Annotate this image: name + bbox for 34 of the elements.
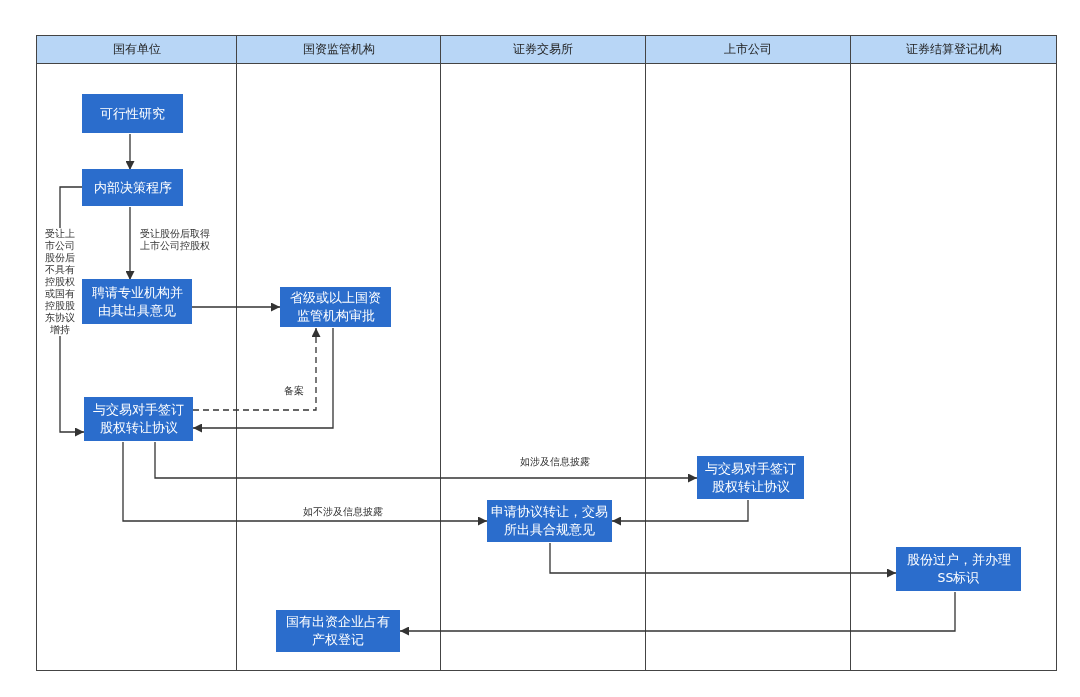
swimlane — [36, 35, 237, 671]
edge-label: 备案 — [284, 385, 304, 397]
swimlane — [441, 35, 646, 671]
process-box: 内部决策程序 — [82, 169, 183, 206]
process-box: 国有出资企业占有产权登记 — [276, 610, 400, 652]
arrow — [399, 591, 956, 636]
swimlane — [851, 35, 1057, 671]
edge-label: 如涉及信息披露 — [520, 456, 590, 468]
arrow — [191, 302, 281, 312]
arrow — [125, 133, 135, 171]
lane-header: 上市公司 — [646, 36, 850, 64]
swimlane — [646, 35, 851, 671]
arrow — [192, 327, 334, 433]
edge-label: 受让上市公司股份后不具有控股权或国有控股股东协议增持 — [45, 228, 75, 336]
lane-header: 证券交易所 — [441, 36, 645, 64]
swimlane — [237, 35, 441, 671]
lane-header: 国资监管机构 — [237, 36, 440, 64]
process-box: 股份过户，并办理SS标识 — [896, 547, 1021, 591]
edge-label: 受让股份后取得上市公司控股权 — [140, 228, 212, 252]
dashed-arrow — [192, 327, 321, 411]
arrow — [154, 441, 698, 483]
arrow — [611, 499, 749, 526]
process-box: 省级或以上国资监管机构审批 — [280, 287, 391, 327]
process-box: 申请协议转让，交易所出具合规意见 — [487, 500, 612, 542]
arrow — [549, 542, 897, 578]
arrow — [125, 206, 135, 281]
lane-header: 国有单位 — [37, 36, 236, 64]
process-box: 与交易对手签订股权转让协议 — [697, 456, 804, 499]
edge-label: 如不涉及信息披露 — [303, 506, 383, 518]
lane-header: 证券结算登记机构 — [851, 36, 1056, 64]
process-box: 与交易对手签订股权转让协议 — [84, 397, 193, 441]
process-box: 可行性研究 — [82, 94, 183, 133]
process-box: 聘请专业机构并由其出具意见 — [82, 279, 192, 324]
arrow — [122, 441, 488, 526]
